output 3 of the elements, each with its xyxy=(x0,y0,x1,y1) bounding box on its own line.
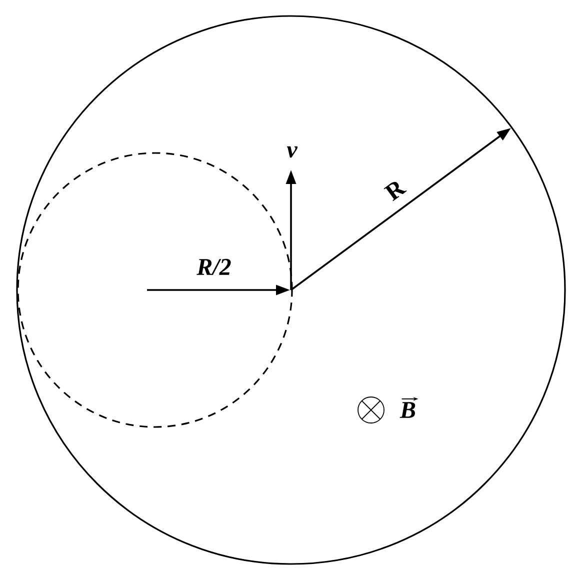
variable-label: v xyxy=(286,146,298,158)
variable-label: R/2 xyxy=(196,258,231,276)
variable-label: R xyxy=(384,182,407,202)
